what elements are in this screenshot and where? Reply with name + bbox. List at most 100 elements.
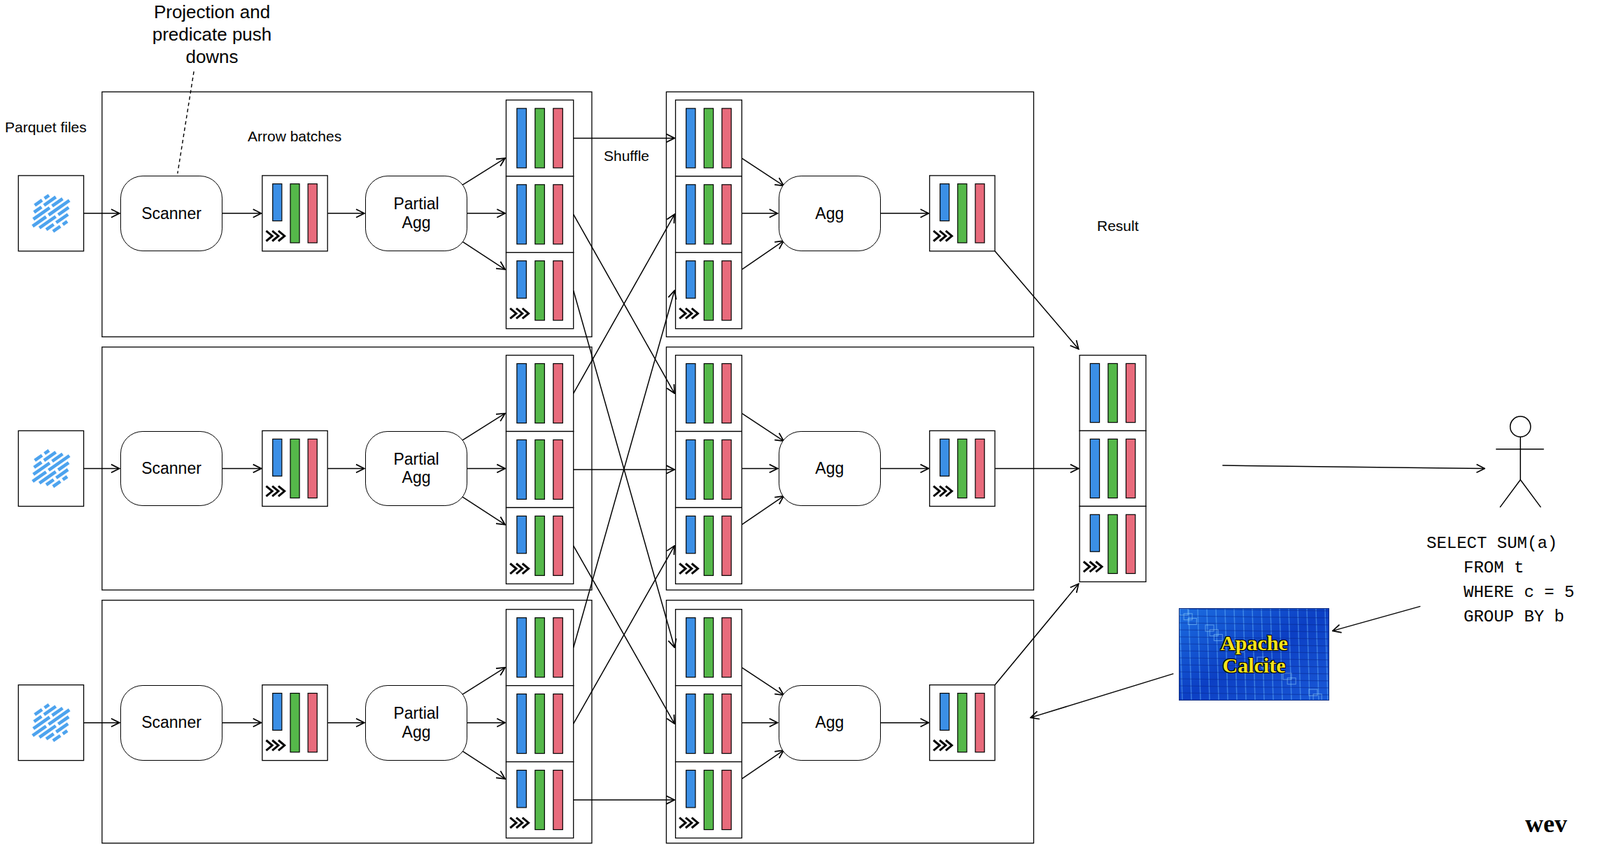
batch-frame <box>675 355 743 432</box>
chevron-symbol <box>510 817 517 828</box>
column-bar <box>703 439 713 499</box>
flow-arrow <box>994 468 1079 470</box>
shuffle-arrow <box>573 545 675 724</box>
batch-frame <box>505 430 573 508</box>
arrow-batch <box>675 355 743 432</box>
column-bar <box>940 183 950 222</box>
column-bar <box>703 694 713 754</box>
flow-arrow <box>222 212 261 215</box>
flow-arrow <box>741 212 778 215</box>
calcite-logo: Apache Calcite <box>1178 607 1330 700</box>
column-bar <box>1108 514 1118 573</box>
column-bar <box>721 108 732 168</box>
source-label: Parquet files <box>4 118 87 136</box>
agg-operator: Agg <box>778 175 881 252</box>
arrow-batch <box>675 685 743 762</box>
flow-arrow <box>741 721 778 724</box>
batch-frame <box>675 252 743 329</box>
operator-name: Agg <box>815 204 844 223</box>
column-bar <box>272 438 282 476</box>
column-bar <box>272 693 282 731</box>
batch-frame <box>262 430 328 507</box>
column-bar <box>517 439 527 499</box>
column-bar <box>517 770 527 808</box>
chevron-symbol <box>945 230 953 242</box>
agg-operator: Agg <box>778 430 881 507</box>
column-bar <box>1126 363 1136 422</box>
shuffle-arrow <box>573 290 675 648</box>
chevron-symbol <box>945 740 953 751</box>
column-bar <box>1126 438 1136 498</box>
column-bar <box>307 183 317 243</box>
arrow-batch <box>675 430 743 508</box>
batch-frame <box>675 176 743 253</box>
column-bar <box>1089 438 1100 498</box>
leader-line <box>177 71 194 174</box>
flow-arrow <box>741 240 784 270</box>
operator-name: Partial Agg <box>383 703 450 741</box>
flow-arrow <box>741 158 784 186</box>
column-bar <box>517 260 527 299</box>
flow-arrow <box>880 212 930 215</box>
column-bar <box>686 515 696 553</box>
flow-arrow <box>741 413 784 441</box>
column-bar <box>686 108 696 168</box>
column-bar <box>535 515 545 576</box>
arrow-batch <box>675 176 743 253</box>
chevron-symbol <box>691 308 699 320</box>
column-bar <box>721 694 732 754</box>
chevron-symbol <box>933 740 940 751</box>
column-bar <box>553 770 563 830</box>
chevron-symbol <box>278 740 285 751</box>
watermark: wev <box>1525 808 1568 839</box>
chevron-symbol <box>510 308 517 320</box>
chevron-symbol <box>1089 561 1097 572</box>
flow-arrow <box>1222 465 1485 469</box>
stage-label: Arrow batches <box>247 127 342 145</box>
chevron-symbol <box>278 486 285 497</box>
column-bar <box>553 108 563 168</box>
column-bar <box>1108 363 1118 422</box>
column-bar <box>940 693 950 731</box>
column-bar <box>307 693 317 753</box>
column-bar <box>975 693 985 753</box>
batch-frame <box>262 175 328 252</box>
shuffle-arrow <box>573 214 675 394</box>
column-bar <box>517 617 527 678</box>
flow-arrow <box>327 721 365 724</box>
arrow-batch <box>262 175 328 252</box>
flow-arrow <box>741 496 784 525</box>
arrow-batch <box>505 100 573 177</box>
user-figure <box>1495 416 1545 508</box>
column-bar <box>517 108 527 168</box>
column-bar <box>1126 514 1136 573</box>
batch-frame <box>929 430 995 507</box>
operator-name: Scanner <box>141 204 202 223</box>
worker-box <box>102 600 592 844</box>
batch-frame <box>505 685 573 762</box>
column-bar <box>535 694 545 754</box>
chevron-symbol <box>1083 561 1090 572</box>
column-bar <box>553 617 563 678</box>
column-bar <box>553 184 563 245</box>
arrow-batch <box>675 507 743 584</box>
batch-frame <box>262 684 328 761</box>
partial-agg-operator: Partial Agg <box>365 175 468 252</box>
column-bar <box>721 770 732 830</box>
arrow-batch <box>505 761 573 839</box>
chevron-symbol <box>265 740 273 751</box>
arrow-batch <box>505 252 573 329</box>
column-bar <box>975 438 985 498</box>
chevron-symbol <box>272 230 279 242</box>
chevron-symbol <box>1095 561 1102 572</box>
arrow-batch <box>505 685 573 762</box>
arrow-batch <box>675 761 743 839</box>
worker-box <box>666 347 1034 590</box>
sql-line: WHERE c = 5 <box>1463 582 1575 604</box>
batch-frame <box>505 507 573 584</box>
shuffle-arrow <box>573 290 675 648</box>
worker-box <box>102 347 592 590</box>
chevron-symbol <box>516 308 523 320</box>
arrow-batch <box>929 684 995 761</box>
column-bar <box>721 617 732 678</box>
